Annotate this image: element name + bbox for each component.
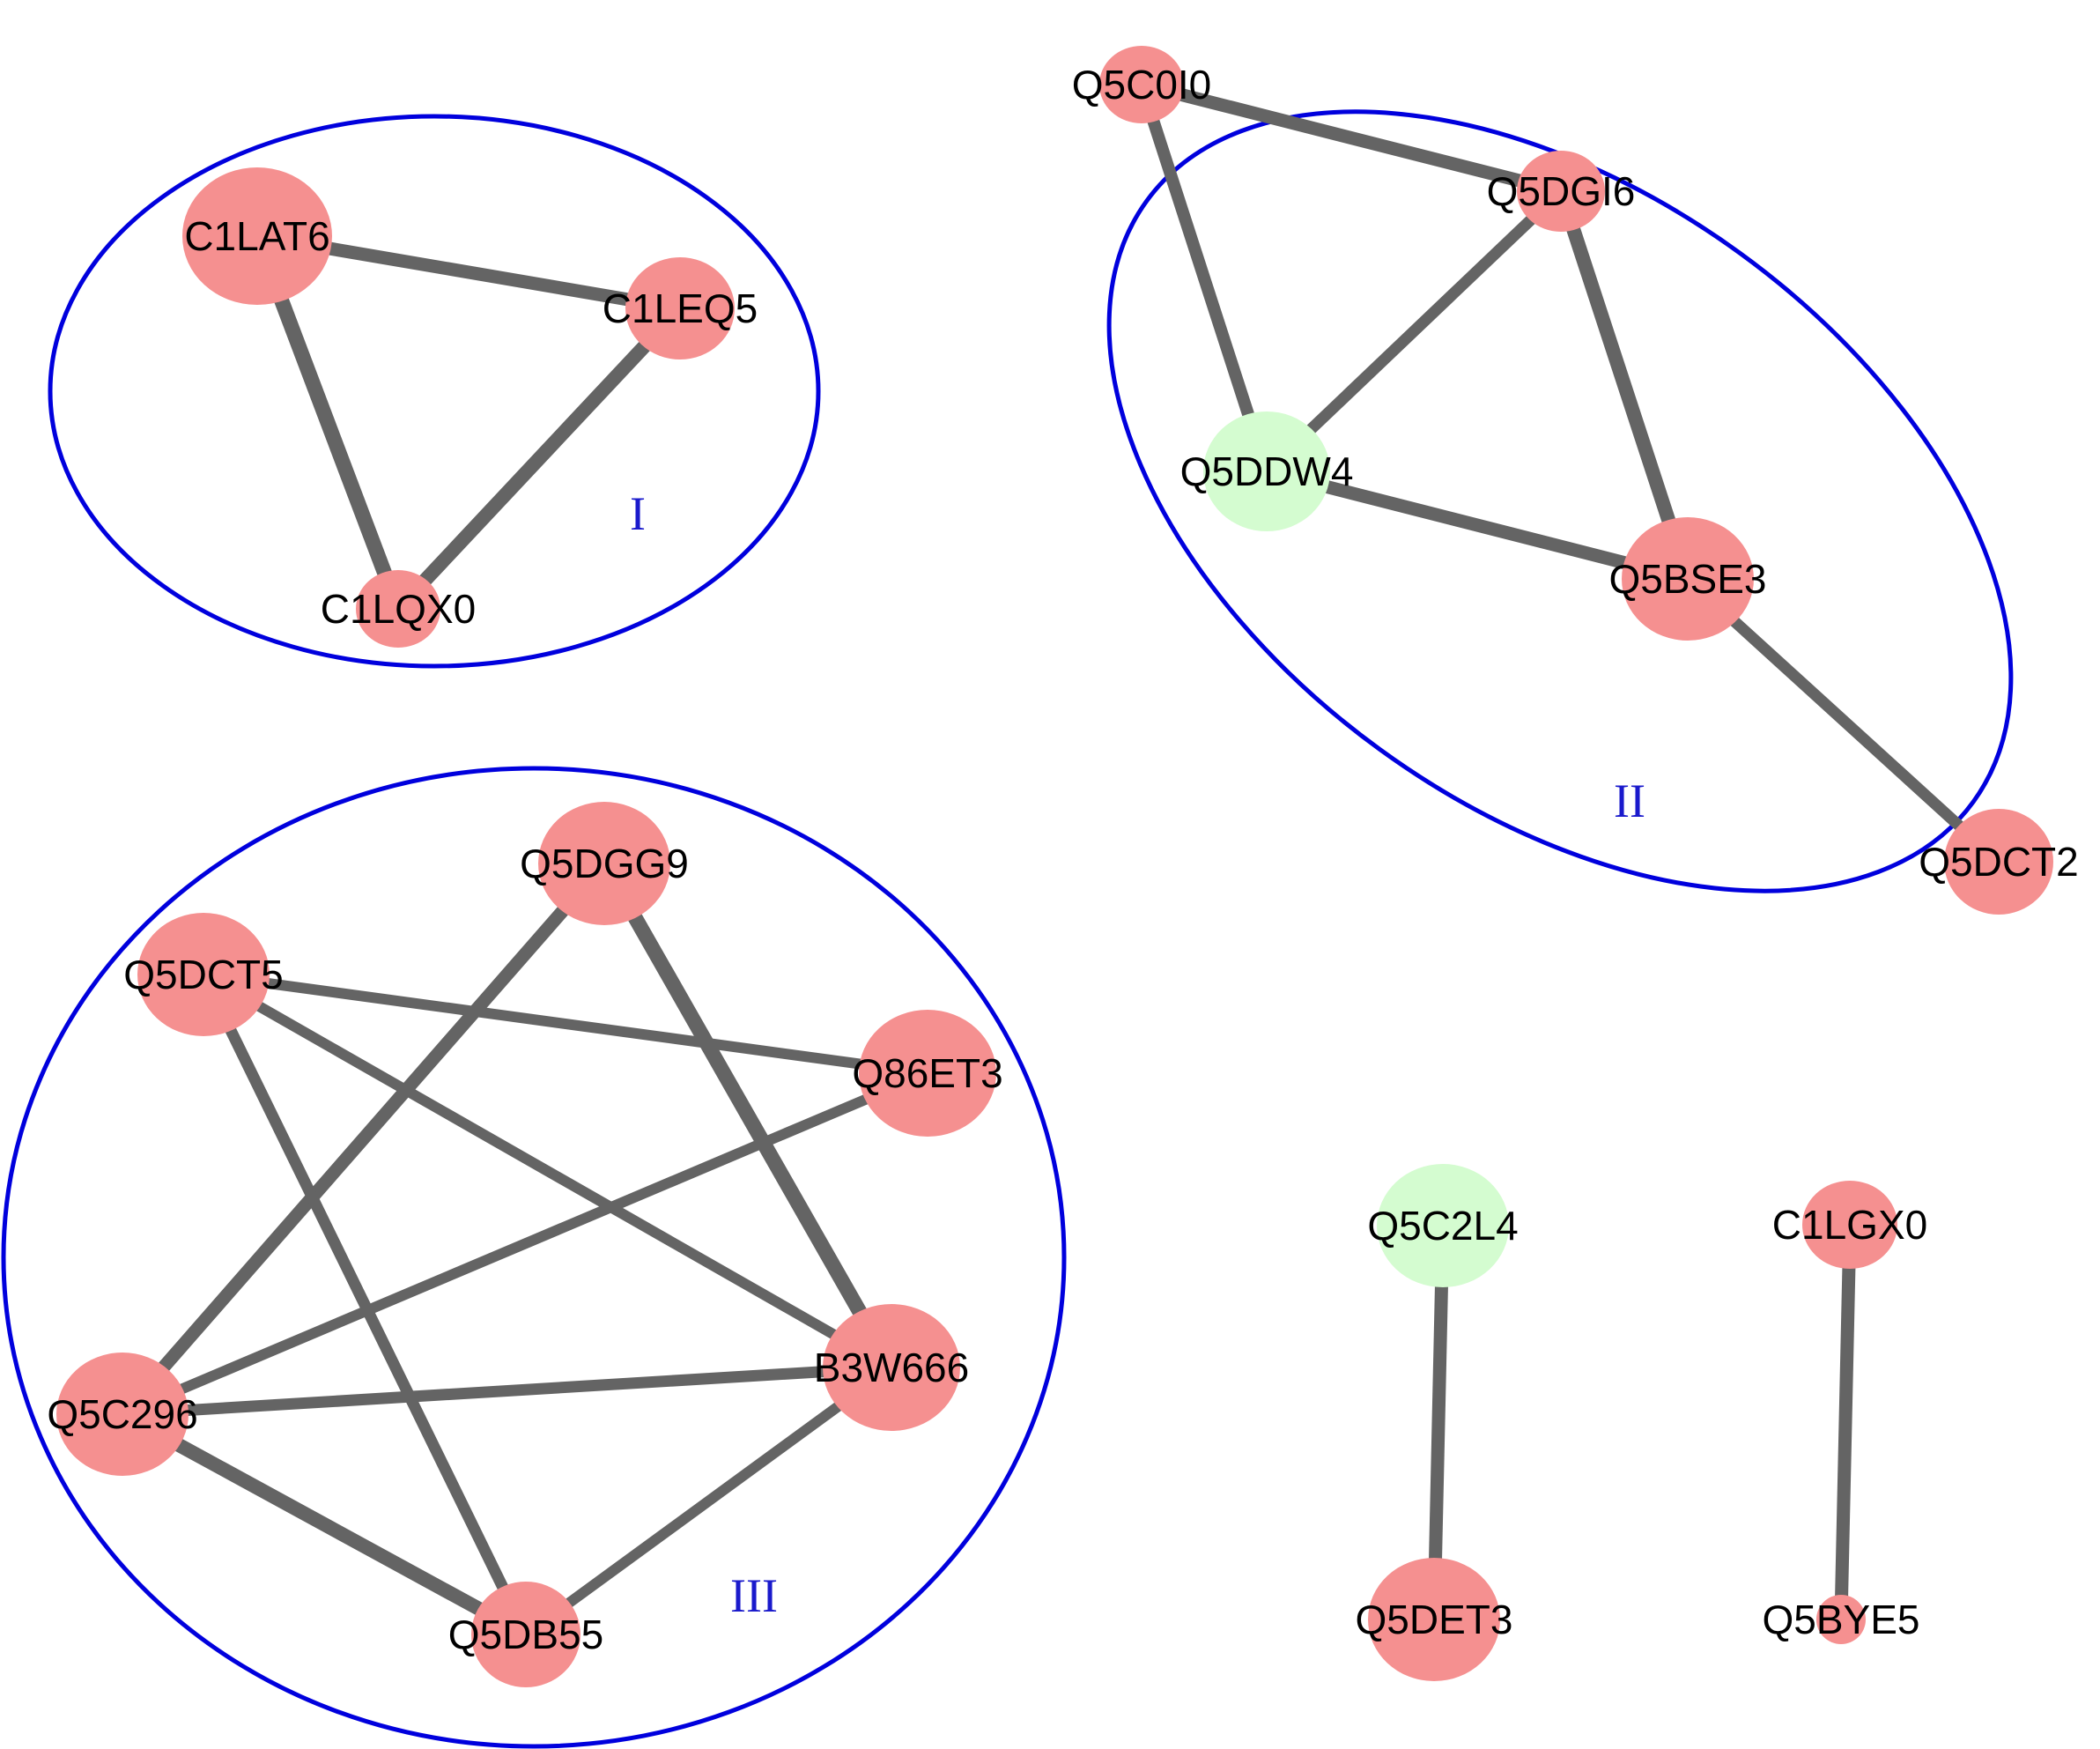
node-label-q5c2l4: Q5C2L4 (1367, 1203, 1518, 1249)
group-outline-I (48, 114, 821, 669)
edge-q5dgi6-q5ddw4 (1262, 187, 1565, 476)
edge-q5c0i0-q5dgi6 (1140, 78, 1563, 198)
node-label-q5dct2: Q5DCT2 (1919, 839, 2078, 885)
node-c1leq5[interactable] (625, 257, 735, 359)
node-label-q5db55: Q5DB55 (448, 1612, 603, 1657)
node-label-b3w666: B3W666 (814, 1345, 969, 1390)
edge-c1leq5-c1lqx0 (393, 303, 685, 614)
edge-q5dgi6-q5bse3 (1554, 189, 1695, 582)
group-label-I: I (630, 487, 646, 540)
edge-q5dgg9-b3w666 (597, 859, 898, 1372)
edge-b3w666-q5db55 (522, 1363, 895, 1639)
node-c1lat6[interactable] (182, 167, 332, 305)
node-label-c1lat6: C1LAT6 (184, 213, 329, 259)
node-label-q5c0i0: Q5C0I0 (1072, 62, 1212, 107)
node-label-q5bse3: Q5BSE3 (1609, 556, 1767, 602)
node-q5db55[interactable] (471, 1582, 580, 1687)
edge-q5c0i0-q5ddw4 (1135, 82, 1273, 474)
edge-q5dct5-q86et3 (203, 969, 928, 1078)
node-label-q5det3: Q5DET3 (1356, 1597, 1513, 1642)
node-label-q5dgg9: Q5DGG9 (520, 841, 689, 886)
node-c1lgx0[interactable] (1802, 1181, 1897, 1269)
edge-q5bse3-q5dct2 (1683, 574, 2003, 866)
node-q5ddw4[interactable] (1203, 411, 1330, 531)
group-label-III: III (730, 1569, 778, 1622)
group-outline-II (1106, 109, 2014, 893)
edge-q5c296-q5db55 (119, 1407, 529, 1642)
edge-q5ddw4-q5bse3 (1265, 464, 1690, 586)
node-q5bye5[interactable] (1816, 1595, 1866, 1644)
node-q5dgg9[interactable] (538, 802, 670, 925)
node-q5dct5[interactable] (137, 913, 270, 1036)
edge-b3w666-q5c296 (122, 1361, 892, 1420)
node-c1lqx0[interactable] (356, 570, 440, 648)
edge-q5dct5-q5db55 (198, 972, 531, 1637)
node-label-q5bye5: Q5BYE5 (1763, 1597, 1920, 1642)
node-label-q86et3: Q86ET3 (852, 1050, 1002, 1096)
node-q5dgi6[interactable] (1517, 151, 1605, 232)
edge-q5c2l4-q5det3 (1427, 1225, 1450, 1620)
node-q5c2l4[interactable] (1377, 1164, 1509, 1287)
nodes-layer (56, 46, 2053, 1687)
edge-q5dgg9-q5c296 (117, 859, 610, 1419)
node-q5c296[interactable] (56, 1353, 189, 1476)
node-q86et3[interactable] (859, 1010, 996, 1137)
node-label-q5dct5: Q5DCT5 (123, 952, 283, 997)
node-label-q5ddw4: Q5DDW4 (1180, 448, 1354, 494)
node-b3w666[interactable] (823, 1304, 960, 1431)
edges-layer (117, 78, 2003, 1642)
node-q5c0i0[interactable] (1099, 46, 1184, 123)
edge-q5dct5-b3w666 (201, 969, 894, 1373)
edge-c1lgx0-q5bye5 (1834, 1224, 1857, 1620)
group-label-II: II (1614, 774, 1645, 827)
node-label-q5c296: Q5C296 (47, 1391, 197, 1437)
group-outline-III (1, 766, 1067, 1749)
node-label-c1leq5: C1LEQ5 (603, 285, 758, 331)
node-q5bse3[interactable] (1622, 517, 1754, 641)
node-q5det3[interactable] (1368, 1558, 1500, 1681)
node-label-q5dgi6: Q5DGI6 (1487, 168, 1636, 214)
node-label-c1lqx0: C1LQX0 (321, 586, 476, 632)
node-label-c1lgx0: C1LGX0 (1772, 1202, 1927, 1248)
node-q5dct2[interactable] (1944, 809, 2053, 915)
edge-q86et3-q5c296 (120, 1068, 930, 1419)
